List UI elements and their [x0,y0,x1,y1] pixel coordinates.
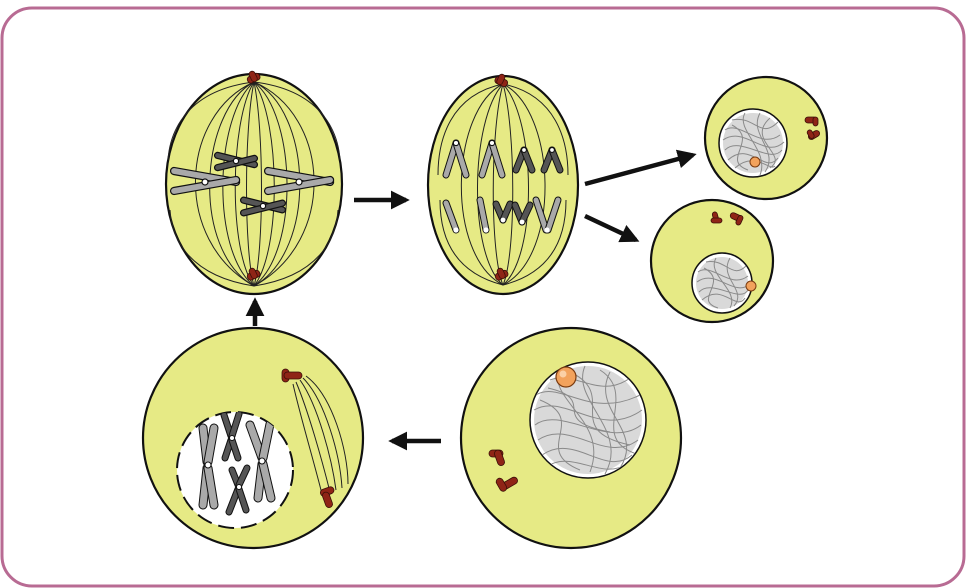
prophase-cell [143,328,363,548]
nucleolus [746,281,756,291]
chromatin [534,366,642,474]
metaphase-cell [166,70,342,294]
nucleolus [750,157,760,167]
nucleolus-highlight [560,371,567,378]
cell-membrane [428,76,578,294]
anaphase-cell [428,73,578,294]
daughter-cell-top [705,77,827,199]
nucleolus [556,367,576,387]
daughter-cell-bottom [651,200,773,322]
interphase-cell [461,328,681,548]
